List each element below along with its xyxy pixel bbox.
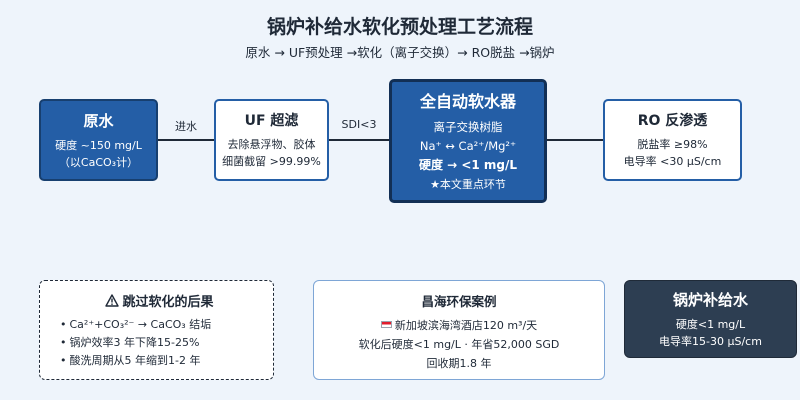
softener-hardness-line: 硬度 → <1 mg/L — [418, 158, 518, 172]
diagram-title: 锅炉补给水软化预处理工艺流程 — [266, 16, 533, 38]
uf-title: UF 超滤 — [244, 113, 299, 129]
softener-line: Na⁺ ↔ Ca²⁺/Mg²⁺ — [419, 139, 517, 153]
consequence-box: 跳过软化的后果 Ca²⁺+CO₃²⁻ → CaCO₃ 结垢 锅炉效率3 年下降1… — [39, 280, 274, 380]
connector-label-uf-to-softener: SDI<3 — [341, 118, 377, 131]
softener-box: 全自动软水器 离子交换树脂 Na⁺ ↔ Ca²⁺/Mg²⁺ 硬度 → <1 mg… — [389, 79, 547, 203]
consequence-heading: 跳过软化的后果 — [60, 291, 259, 310]
consequence-title: 跳过软化的后果 — [122, 295, 214, 310]
warning-icon — [105, 294, 120, 307]
raw-water-title: 原水 — [83, 111, 114, 130]
case-box: 昌海环保案例 新加坡滨海湾酒店120 m³/天 软化后硬度<1 mg/L · 年… — [313, 280, 605, 380]
case-line: 新加坡滨海湾酒店120 m³/天 — [314, 316, 604, 335]
singapore-flag-icon — [380, 321, 392, 328]
ro-box: RO 反渗透 脱盐率 ≥98% 电导率 <30 μS/cm — [603, 99, 742, 181]
connector-label-raw-to-uf: 进水 — [175, 120, 197, 133]
consequence-item: Ca²⁺+CO₃²⁻ → CaCO₃ 结垢 — [60, 316, 259, 334]
feedwater-box: 锅炉补给水 硬度<1 mg/L 电导率15-30 μS/cm — [624, 280, 797, 358]
diagram-subtitle: 原水 → UF预处理 →软化（离子交换）→ RO脱盐 →锅炉 — [245, 45, 555, 60]
softener-line: 离子交换树脂 — [433, 120, 503, 134]
ro-line: 脱盐率 ≥98% — [637, 138, 708, 151]
connector-raw-to-uf — [158, 139, 214, 141]
ro-title: RO 反渗透 — [637, 113, 708, 129]
raw-water-line: 硬度 ~150 mg/L — [55, 138, 142, 152]
raw-water-box: 原水 硬度 ~150 mg/L （以CaCO₃计） — [39, 99, 158, 181]
case-title: 昌海环保案例 — [421, 294, 497, 309]
case-line: 软化后硬度<1 mg/L · 年省52,000 SGD — [358, 338, 560, 351]
softener-note: ★本文重点环节 — [430, 178, 506, 191]
ro-line: 电导率 <30 μS/cm — [623, 155, 722, 168]
consequence-list: Ca²⁺+CO₃²⁻ → CaCO₃ 结垢 锅炉效率3 年下降15-25% 酸洗… — [60, 316, 259, 370]
uf-box: UF 超滤 去除悬浮物、胶体 细菌截留 >99.99% — [214, 99, 329, 181]
case-line-text: 新加坡滨海湾酒店120 m³/天 — [394, 319, 538, 332]
case-line: 回收期1.8 年 — [426, 357, 492, 370]
feedwater-line: 硬度<1 mg/L — [675, 317, 746, 331]
softener-title: 全自动软水器 — [419, 92, 516, 111]
consequence-item: 锅炉效率3 年下降15-25% — [60, 334, 259, 352]
uf-line: 去除悬浮物、胶体 — [227, 138, 316, 151]
connector-softener-to-ro — [547, 139, 603, 141]
consequence-item: 酸洗周期从5 年缩到1-2 年 — [60, 352, 259, 370]
uf-line: 细菌截留 >99.99% — [222, 155, 321, 168]
connector-uf-to-softener — [329, 139, 389, 141]
feedwater-line: 电导率15-30 μS/cm — [659, 334, 762, 348]
raw-water-line: （以CaCO₃计） — [58, 155, 139, 169]
feedwater-title: 锅炉补给水 — [672, 290, 748, 309]
